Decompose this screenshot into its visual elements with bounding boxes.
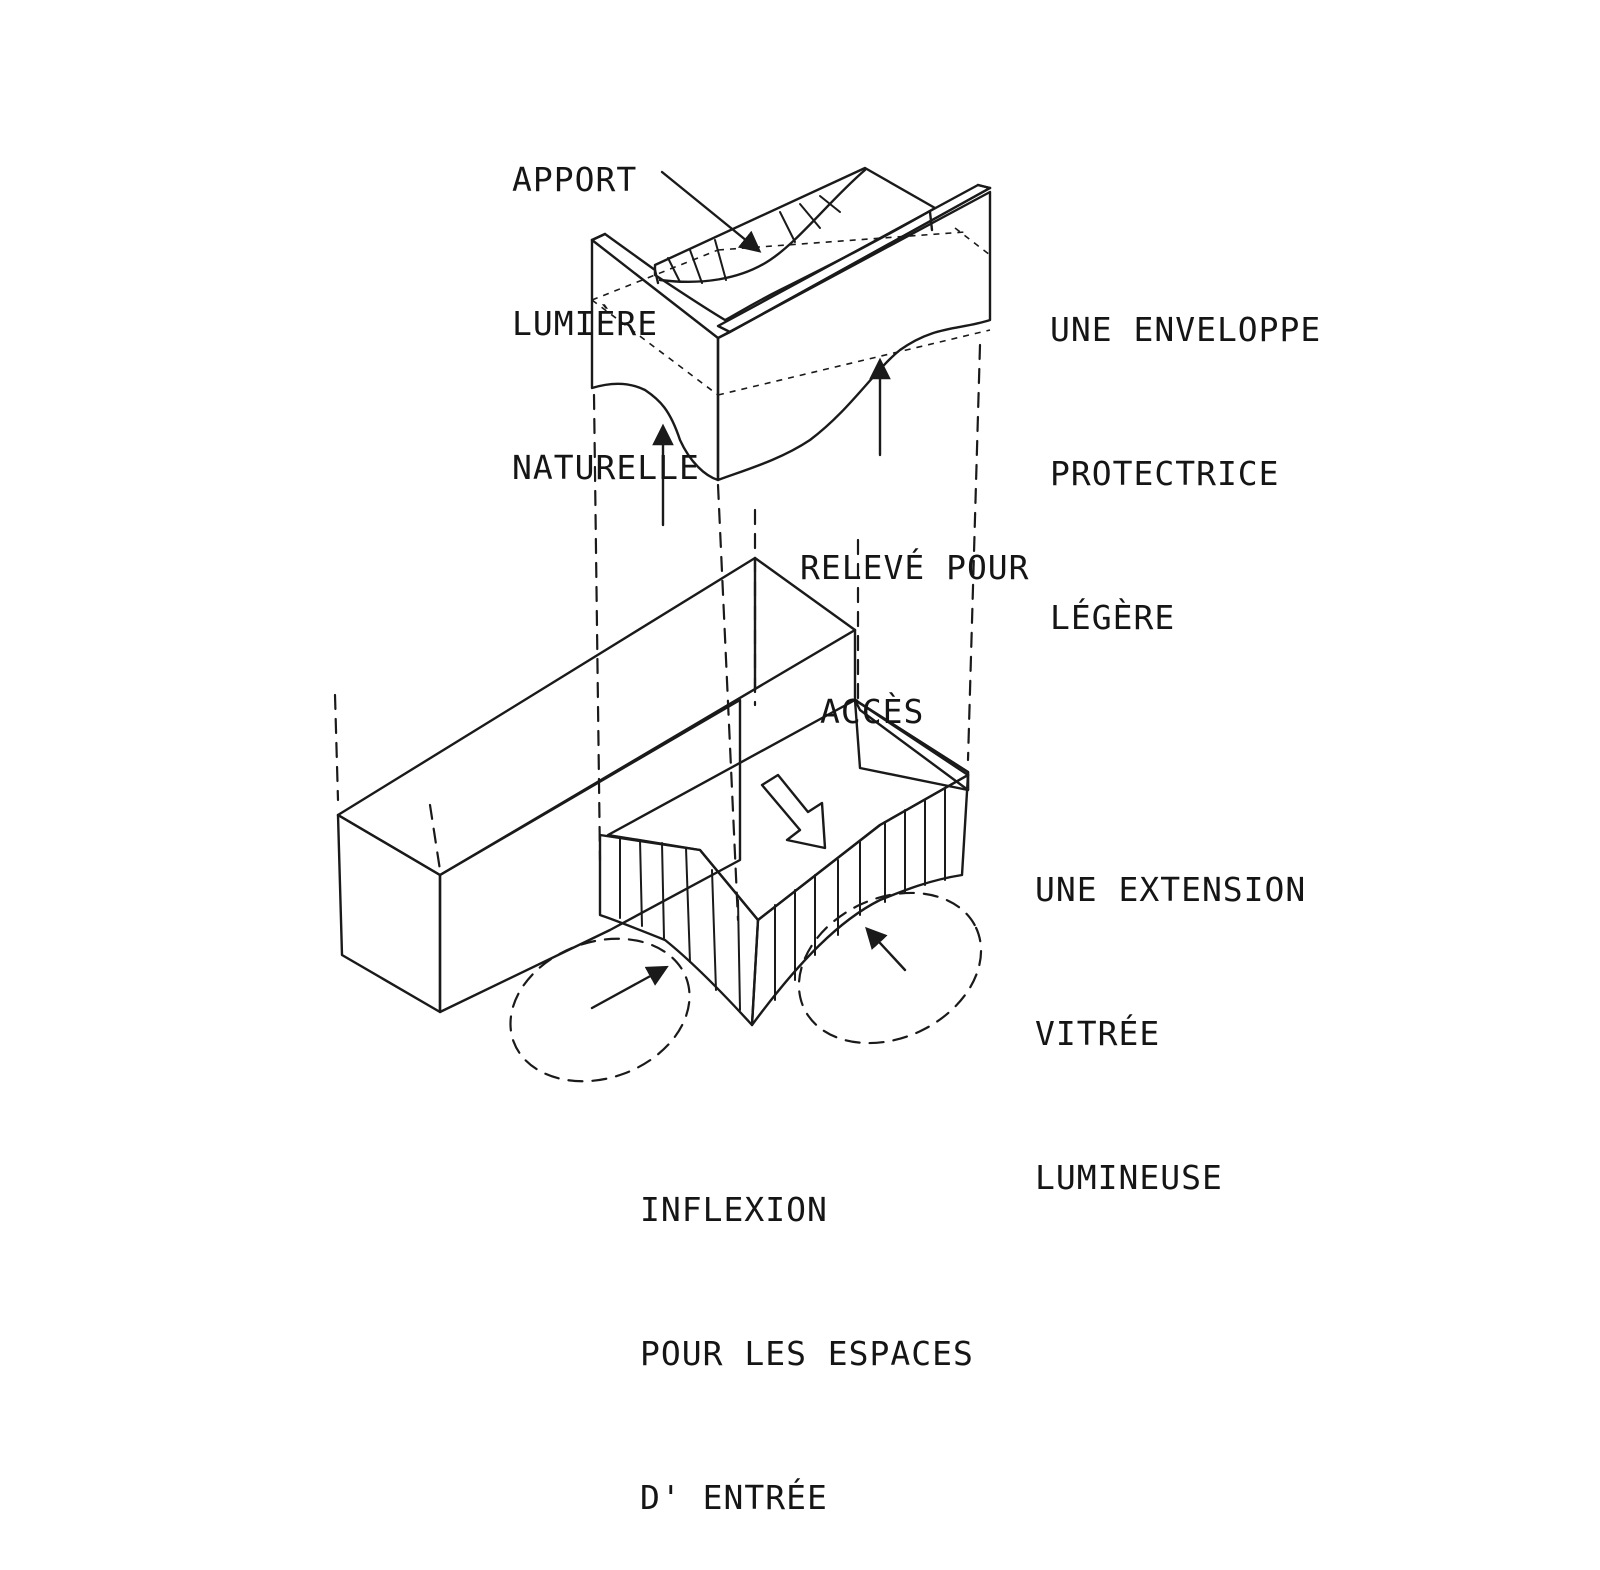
entry-zone-right — [797, 891, 983, 1045]
entry-zone-left — [509, 937, 691, 1083]
extension-glazing-right — [750, 773, 970, 1027]
label-glass-extension: UNE EXTENSION VITRÉE LUMINEUSE — [1035, 770, 1306, 1250]
label-line: LUMIÈRE — [512, 304, 659, 343]
label-line: RELEVÉ POUR — [800, 548, 1030, 587]
label-natural-light: APPORT LUMIÈRE NATURELLE — [512, 60, 700, 540]
label-line: UNE ENVELOPPE — [1050, 310, 1322, 349]
envelope-left-face — [590, 238, 720, 482]
label-line: UNE EXTENSION — [1035, 870, 1307, 909]
arrow-entry-right — [865, 926, 907, 972]
extension-roof-arrow — [760, 773, 827, 850]
label-envelope: UNE ENVELOPPE PROTECTRICE LÉGÈRE — [1050, 210, 1321, 690]
label-raised-access: RELEVÉ POUR ACCÈS — [800, 448, 1030, 784]
arrows — [590, 170, 907, 1010]
label-line: APPORT — [512, 160, 638, 199]
label-line: ACCÈS — [820, 692, 925, 731]
label-line: POUR LES ESPACES — [640, 1334, 974, 1373]
envelope-roof-opening — [653, 166, 937, 322]
label-line: LÉGÈRE — [1050, 598, 1176, 637]
block-front-left — [336, 813, 442, 1014]
label-entry-inflection: INFLEXION POUR LES ESPACES D' ENTRÉE — [640, 1090, 974, 1570]
existing-block — [336, 556, 857, 1014]
label-line: NATURELLE — [512, 448, 700, 487]
label-line: LUMINEUSE — [1035, 1158, 1223, 1197]
envelope-right-face — [716, 190, 992, 482]
label-line: INFLEXION — [640, 1190, 828, 1229]
glass-extension — [598, 698, 970, 1027]
extension-glazing-left — [598, 833, 760, 1027]
block-top — [336, 556, 857, 877]
entry-zones — [509, 891, 983, 1083]
block-front-right — [438, 698, 742, 1014]
arrow-entry-left — [590, 965, 669, 1010]
axonometric-sketch — [333, 166, 992, 1083]
label-line: VITRÉE — [1035, 1014, 1161, 1053]
arrow-natural-light — [660, 170, 762, 253]
label-line: D' ENTRÉE — [640, 1478, 828, 1517]
label-line: PROTECTRICE — [1050, 454, 1280, 493]
